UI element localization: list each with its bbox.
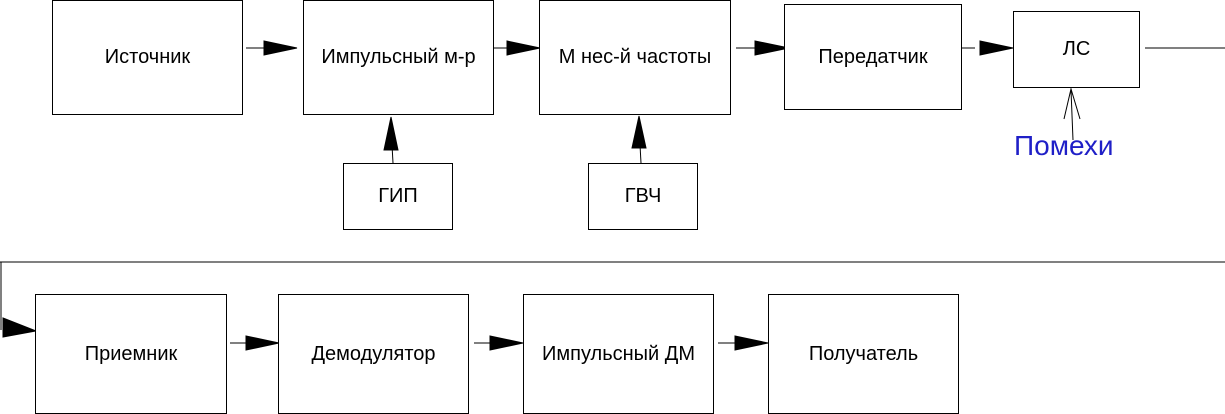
block-label: Получатель	[808, 342, 919, 365]
block-label: М нес-й частоты	[558, 46, 712, 68]
block-pulse-modulator: Импульсный м-р	[303, 0, 494, 115]
block-label: Передатчик	[818, 45, 928, 68]
block-channel: ЛС	[1013, 11, 1140, 88]
arrow-gip-to-pulse	[383, 116, 399, 151]
block-pulse-generator: ГИП	[343, 163, 453, 230]
block-label: ГВЧ	[624, 185, 662, 207]
arrow-receiver-to-demod	[245, 335, 280, 351]
arrow-transmitter-to-channel	[979, 40, 1014, 56]
arrow-pulse-to-carrier	[506, 40, 541, 56]
arrow-to-receiver	[2, 317, 38, 338]
block-label: Источник	[104, 46, 191, 68]
arrow-source-to-pulse	[263, 40, 298, 56]
noise-label: Помехи	[1014, 130, 1114, 161]
block-label: ГИП	[378, 185, 418, 207]
noise-arrow-line	[1070, 89, 1074, 141]
block-label: Импульсный ДМ	[542, 342, 695, 365]
block-label: Импульсный м-р	[321, 46, 476, 68]
arrow-demod-to-pulsedm	[489, 335, 524, 351]
block-receiver: Приемник	[35, 294, 227, 414]
block-recipient: Получатель	[768, 294, 959, 414]
arrow-gvch-to-carrier	[631, 115, 647, 149]
noise-arrow-head	[1063, 87, 1081, 120]
block-label: Демодулятор	[311, 342, 436, 365]
block-label: Приемник	[84, 342, 178, 365]
block-pulse-demodulator: Импульсный ДМ	[523, 294, 714, 414]
block-carrier-modulator: М нес-й частоты	[539, 0, 731, 115]
block-source: Источник	[52, 0, 243, 115]
arrow-carrier-to-transmitter	[754, 40, 790, 56]
block-transmitter: Передатчик	[784, 4, 962, 110]
block-hf-generator: ГВЧ	[588, 163, 698, 230]
block-demodulator: Демодулятор	[278, 294, 469, 414]
arrow-pulsedm-to-recipient	[734, 335, 769, 351]
block-label: ЛС	[1062, 38, 1091, 60]
